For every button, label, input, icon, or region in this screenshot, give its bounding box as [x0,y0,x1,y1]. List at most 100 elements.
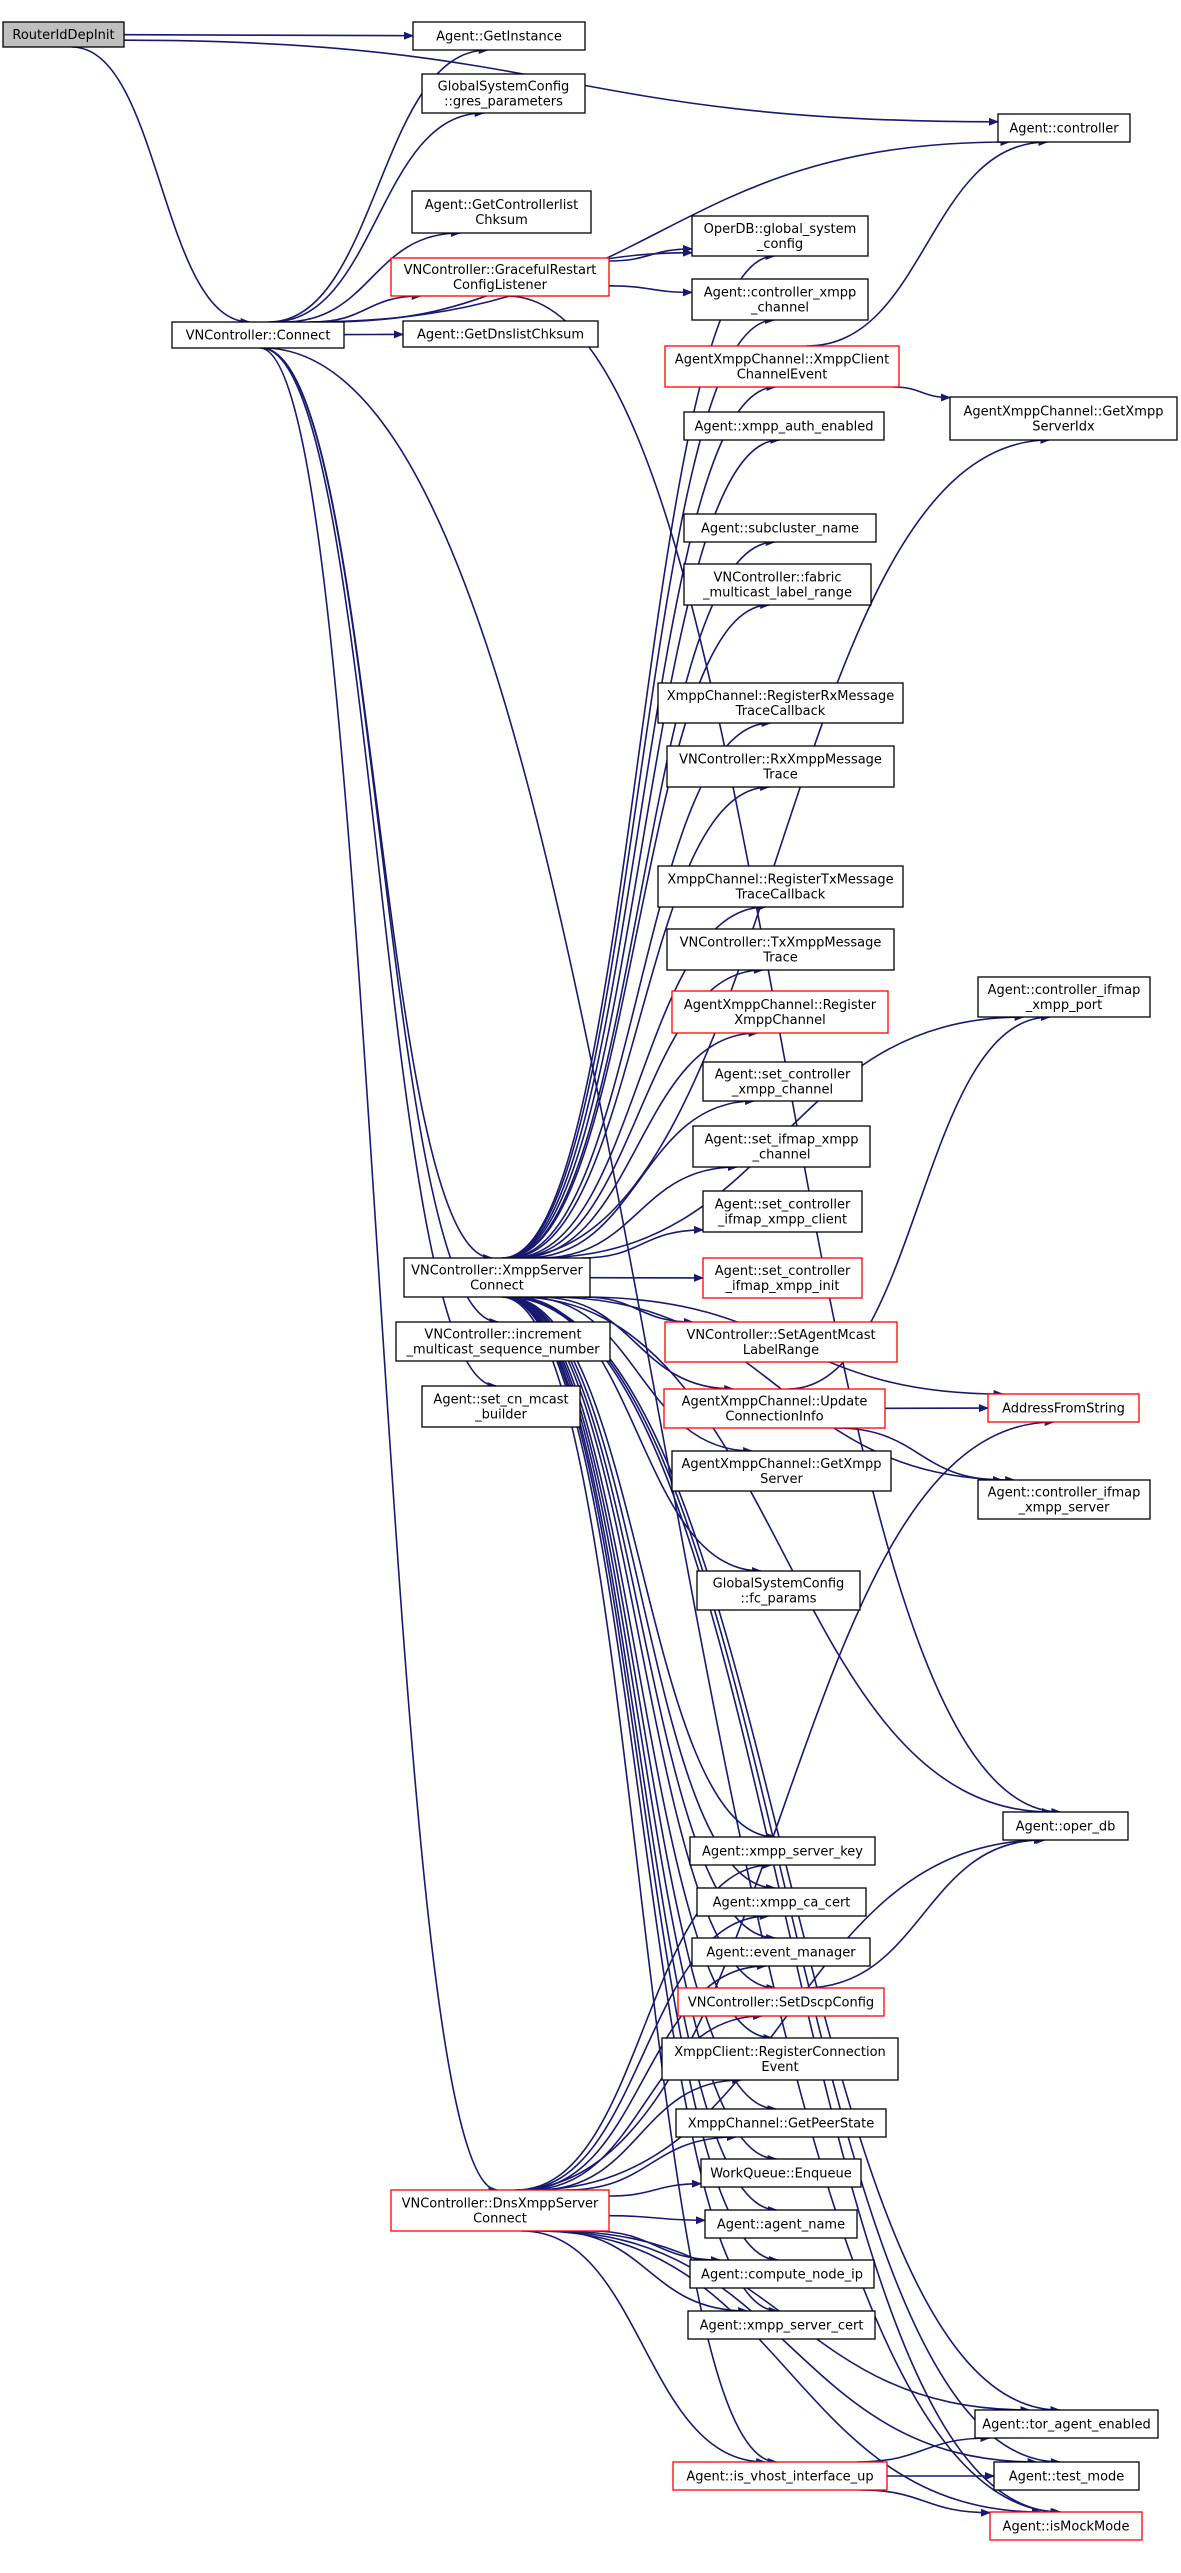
node-label-regxmppch-line-1: XmppChannel [734,1013,825,1028]
node-regtx[interactable]: XmppChannel::RegisterTxMessageTraceCallb… [657,865,904,908]
node-ifmap_port[interactable]: Agent::controller_ifmap_xmpp_port [977,976,1151,1018]
node-oper_gsc[interactable]: OperDB::global_system_config [691,215,869,257]
node-vhostup[interactable]: Agent::is_vhost_interface_up [672,2461,888,2491]
node-box-computeip [689,2259,875,2289]
node-enqueue[interactable]: WorkQueue::Enqueue [700,2158,862,2188]
node-fcparams[interactable]: GlobalSystemConfig::fc_params [696,1570,861,1611]
node-label-ctrl_xmpp_ch-line-0: Agent::controller_xmpp [704,286,857,301]
node-box-mockmode [989,2511,1143,2541]
node-subcluster[interactable]: Agent::subcluster_name [683,513,877,543]
node-label-regxmppch-line-0: AgentXmppChannel::Register [684,998,877,1013]
edge-dnsconnect-to-computeip [590,2230,721,2264]
node-label-regrx-line-1: TraceCallback [735,704,826,719]
node-box-enqueue [700,2158,862,2188]
node-label-fabric-line-1: _multicast_label_range [702,586,852,601]
node-label-oper_gsc-line-0: OperDB::global_system [704,222,857,237]
node-ifmap_server[interactable]: Agent::controller_ifmap_xmpp_server [977,1479,1151,1520]
node-label-rxtrace-line-1: Trace [762,768,798,783]
node-incr[interactable]: VNController::increment_multicast_sequen… [395,1321,611,1362]
edge-dnsconnect-to-evmgr [522,1962,767,2191]
edge-connect-to-xmppconnect [261,347,494,1262]
node-srvcert[interactable]: Agent::xmpp_server_cert [687,2310,876,2340]
node-box-addrfs [987,1393,1140,1423]
node-fabric[interactable]: VNController::fabric_multicast_label_ran… [683,563,872,606]
node-box-getxmppsrv [671,1450,892,1492]
node-torenabled[interactable]: Agent::tor_agent_enabled [974,2409,1159,2439]
node-label-regtx-line-0: XmppChannel::RegisterTxMessage [667,873,893,888]
node-srvkey[interactable]: Agent::xmpp_server_key [689,1836,876,1866]
node-label-xce-line-1: ChannelEvent [737,368,828,383]
node-set_cn[interactable]: Agent::set_cn_mcast_builder [421,1385,581,1428]
node-mockmode[interactable]: Agent::isMockMode [989,2511,1143,2541]
node-controller[interactable]: Agent::controller [997,113,1131,143]
edge-dnsconnect-to-cacert [518,1912,770,2191]
node-evmgr[interactable]: Agent::event_manager [691,1937,871,1967]
node-operdb[interactable]: Agent::oper_db [1002,1811,1129,1841]
node-box-testmode [993,2461,1140,2491]
node-getinstance[interactable]: Agent::GetInstance [412,21,586,51]
edge-dnsconnect-to-dscp [527,2012,764,2191]
node-set_ctrl_ch[interactable]: Agent::set_controller_xmpp_channel [702,1061,863,1102]
node-box-dnschk [402,320,599,348]
node-testmode[interactable]: Agent::test_mode [993,2461,1140,2491]
node-root[interactable]: RouterIdDepInit [2,21,125,48]
node-addrfs[interactable]: AddressFromString [987,1393,1140,1423]
node-label-getxmppsrv-line-1: Server [760,1472,803,1487]
node-box-ctrl_xmpp_ch [691,278,869,321]
node-label-getxmppidx-line-0: AgentXmppChannel::GetXmpp [964,405,1164,420]
node-dnschk[interactable]: Agent::GetDnslistChksum [402,320,599,348]
node-box-set_ifmap_ch [692,1125,871,1168]
edge-dnsconnect-to-enqueue [608,2179,702,2197]
node-box-torenabled [974,2409,1159,2439]
node-box-incr [395,1321,611,1362]
node-box-subcluster [683,513,877,543]
node-label-set_ifmap_init-line-1: _ifmap_xmpp_init [725,1279,840,1294]
node-connect[interactable]: VNController::Connect [171,321,345,349]
node-label-dnsconnect-line-1: Connect [473,2212,527,2227]
node-regrx[interactable]: XmppChannel::RegisterRxMessageTraceCallb… [657,682,904,724]
node-authen[interactable]: Agent::xmpp_auth_enabled [683,411,885,441]
node-label-oper_gsc-line-1: _config [756,237,803,252]
node-set_ifmap_client[interactable]: Agent::set_controller_ifmap_xmpp_client [702,1190,863,1233]
node-set_ifmap_init[interactable]: Agent::set_controller_ifmap_xmpp_init [702,1257,863,1299]
edge-xmppconnect-to-regxmppch [517,1029,759,1259]
node-label-mockmode-line-0: Agent::isMockMode [1003,2520,1130,2535]
node-dscp[interactable]: VNController::SetDscpConfig [677,1987,885,2017]
node-box-set_ctrl_ch [702,1061,863,1102]
node-graceful[interactable]: VNController::GracefulRestartConfigListe… [390,257,610,297]
node-label-txtrace-line-1: Trace [762,951,798,966]
node-peerstate[interactable]: XmppChannel::GetPeerState [675,2108,887,2138]
node-box-gres [421,73,586,114]
node-set_ifmap_ch[interactable]: Agent::set_ifmap_xmpp_channel [692,1125,871,1168]
node-box-dscp [677,1987,885,2017]
node-agentname[interactable]: Agent::agent_name [704,2209,858,2239]
node-computeip[interactable]: Agent::compute_node_ip [689,2259,875,2289]
node-box-fcparams [696,1570,861,1611]
node-label-incr-line-0: VNController::increment [424,1328,581,1343]
node-label-gres-line-0: GlobalSystemConfig [438,80,570,95]
node-gres[interactable]: GlobalSystemConfig::gres_parameters [421,73,586,114]
node-label-peerstate-line-0: XmppChannel::GetPeerState [688,2117,875,2132]
edge-xmppconnect-to-rxtrace [507,783,771,1259]
edge-xce-to-getxmppidx [892,386,951,402]
edge-xmppconnect-to-txtrace [513,966,764,1259]
node-label-xmppconnect-line-1: Connect [470,1279,524,1294]
node-label-root-line-0: RouterIdDepInit [12,28,114,43]
node-ctrl_xmpp_ch[interactable]: Agent::controller_xmpp_channel [691,278,869,321]
node-box-cacert [696,1887,867,1917]
node-cacert[interactable]: Agent::xmpp_ca_cert [696,1887,867,1917]
edge-vhostup-to-mockmode [860,2489,991,2517]
node-label-enqueue-line-0: WorkQueue::Enqueue [710,2167,852,2182]
